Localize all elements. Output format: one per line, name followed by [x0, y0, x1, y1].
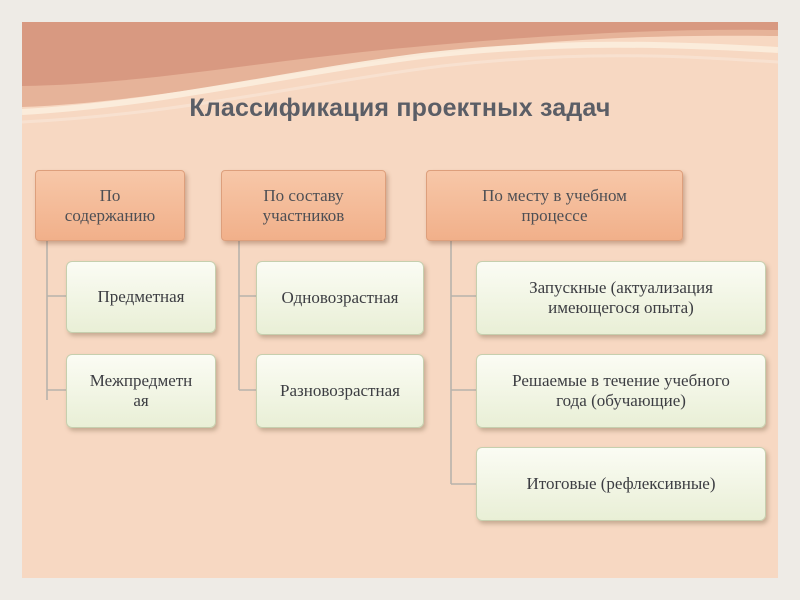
page-title: Классификация проектных задач: [189, 94, 611, 122]
connector-lines: [46, 241, 476, 485]
item-during-year: Решаемые в течение учебного года (обучаю…: [476, 354, 766, 428]
slide: Классификация проектных задач По содержа…: [22, 22, 778, 578]
column-header-process: По месту в учебном процессе: [426, 170, 683, 241]
item-mixed-age: Разновозрастная: [256, 354, 424, 428]
item-same-age: Одновозрастная: [256, 261, 424, 335]
decorative-wave: [22, 22, 778, 124]
item-subject: Предметная: [66, 261, 216, 333]
column-header-content: По содержанию: [35, 170, 185, 241]
item-interdisciplinary: Межпредметная: [66, 354, 216, 428]
item-starting: Запускные (актуализация имеющегося опыта…: [476, 261, 766, 335]
column-header-participants: По составу участников: [221, 170, 386, 241]
item-final: Итоговые (рефлексивные): [476, 447, 766, 521]
